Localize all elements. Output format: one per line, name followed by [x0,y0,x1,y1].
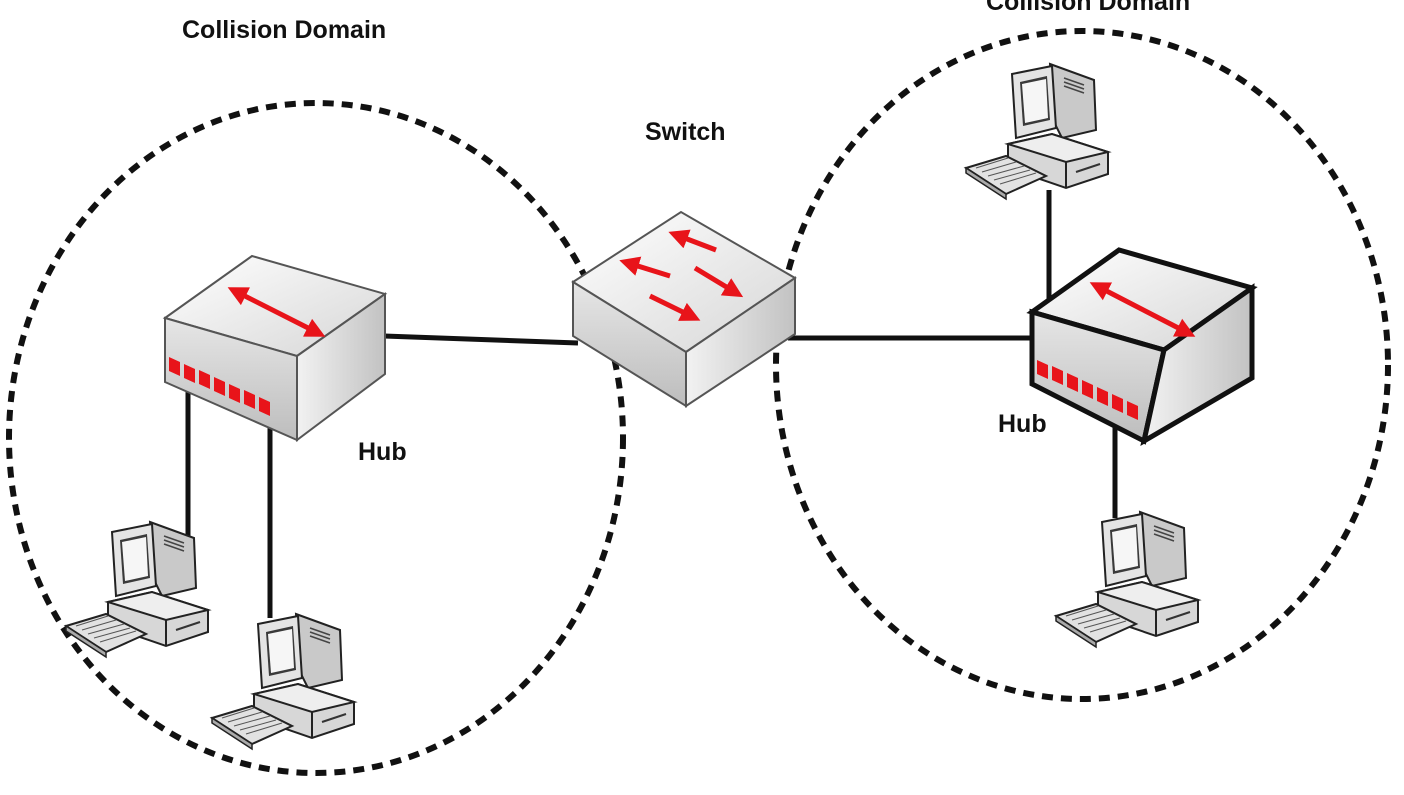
hub-icon [1026,247,1258,447]
hub-icon [162,254,388,442]
switch-label: Switch [645,118,726,146]
network-cables [185,190,1118,618]
computer-icon [1055,511,1199,648]
computer-icon [965,63,1109,200]
collision-domain-label-left: Collision Domain [182,16,387,44]
collision-domain-boundary-right [773,28,1391,702]
switch-icon [571,210,797,408]
computer-icon [211,613,355,750]
cable-hub-left-to-switch [383,333,579,346]
collision-domain-boundary-left [6,100,626,776]
collision-domain-label-right: Collision Domain [986,0,1191,16]
computer-icon [65,521,209,658]
hub-label-left: Hub [358,438,407,466]
hub-label-right: Hub [998,410,1047,438]
